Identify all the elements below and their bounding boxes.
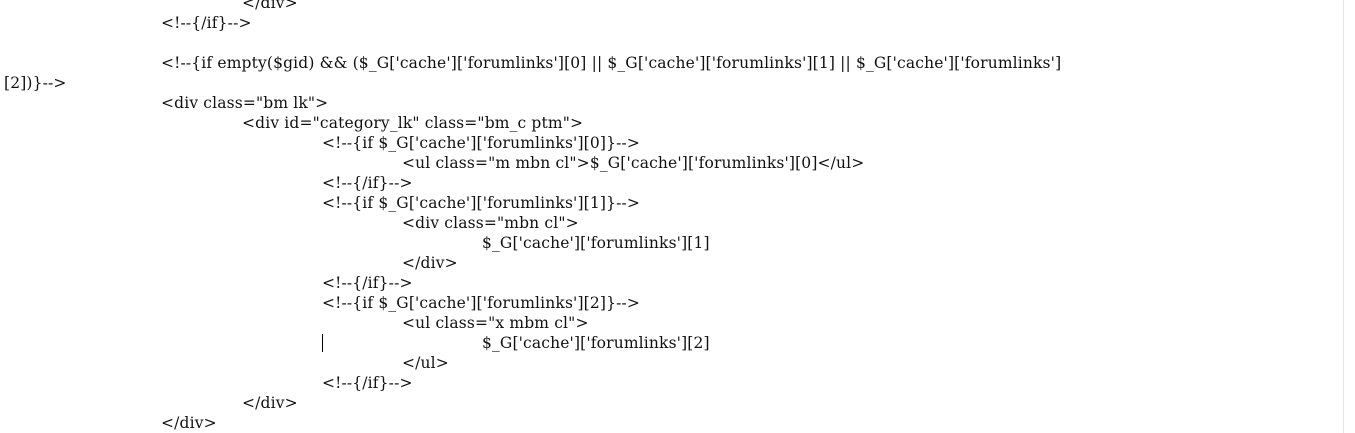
code-line: <ul class="m mbn cl">$_G['cache']['forum… xyxy=(402,154,865,172)
code-line: <div id="category_lk" class="bm_c ptm"> xyxy=(242,114,584,132)
code-line: </ul> xyxy=(402,354,449,372)
code-line: <div class="bm lk"> xyxy=(161,94,329,112)
code-line: $_G['cache']['forumlinks'][1] xyxy=(482,234,710,252)
code-line: <div class="mbn cl"> xyxy=(402,214,579,232)
code-line: <!--{if $_G['cache']['forumlinks'][1]}--… xyxy=(322,194,640,212)
code-line: </div> xyxy=(402,254,458,272)
code-line: [2])}--> xyxy=(4,74,67,92)
code-line: <!--{/if}--> xyxy=(161,14,252,32)
code-line: <ul class="x mbm cl"> xyxy=(402,314,589,332)
vertical-scrollbar[interactable] xyxy=(1343,0,1355,433)
code-line: <!--{/if}--> xyxy=(322,374,413,392)
code-line: <!--{/if}--> xyxy=(322,274,413,292)
code-line: </div> xyxy=(242,0,298,12)
code-line: $_G['cache']['forumlinks'][2] xyxy=(482,334,710,352)
code-line: </div> xyxy=(161,414,217,432)
code-line: </div> xyxy=(242,394,298,412)
code-line: <!--{if $_G['cache']['forumlinks'][2]}--… xyxy=(322,294,640,312)
code-line: <!--{if empty($gid) && ($_G['cache']['fo… xyxy=(161,54,1062,72)
code-line: <!--{/if}--> xyxy=(322,174,413,192)
code-line: <!--{if $_G['cache']['forumlinks'][0]}--… xyxy=(322,134,640,152)
text-cursor xyxy=(322,334,323,352)
